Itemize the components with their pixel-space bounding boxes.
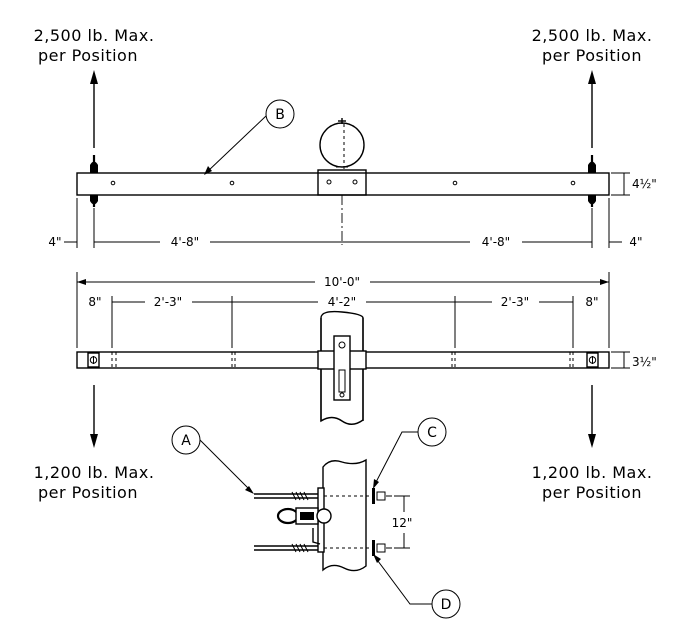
dimension-end-left: 4" xyxy=(48,235,61,249)
load-label-bottom-left: 1,200 lb. Max. per Position xyxy=(34,463,155,502)
dimension-seg-center: 4'-2" xyxy=(328,295,356,309)
down-arrow-right xyxy=(588,385,596,448)
dimension-overall: 10'-0" xyxy=(76,272,610,348)
load-unit: per Position xyxy=(542,46,642,65)
dimension-height-top-label: 4½" xyxy=(632,177,657,191)
load-label-top-left: 2,500 lb. Max. per Position xyxy=(34,26,155,65)
dimension-seg-left: 2'-3" xyxy=(154,295,182,309)
load-unit: per Position xyxy=(542,483,642,502)
dimension-height-bottom-label: 3½" xyxy=(632,355,657,369)
callout-b: B xyxy=(204,99,295,175)
callout-a-label: A xyxy=(181,433,191,449)
dimension-bolt-spacing: 12" xyxy=(392,495,413,549)
load-value: 2,500 lb. Max. xyxy=(532,26,653,45)
load-value: 1,200 lb. Max. xyxy=(34,463,155,482)
callout-c-label: C xyxy=(427,425,437,441)
callout-a: A xyxy=(171,425,254,494)
load-unit: per Position xyxy=(38,483,138,502)
dimension-height-bottom: 3½" xyxy=(611,351,657,369)
top-beam xyxy=(76,118,610,245)
up-arrow-left xyxy=(90,70,98,148)
dimension-span-left: 4'-8" xyxy=(171,235,199,249)
lifting-lug-left xyxy=(90,155,98,207)
load-label-bottom-right: 1,200 lb. Max. per Position xyxy=(532,463,653,502)
dimension-height-top: 4½" xyxy=(611,172,657,196)
lifting-lug-right xyxy=(588,155,596,207)
dimension-seg-right: 2'-3" xyxy=(501,295,529,309)
dimension-bolt-spacing-label: 12" xyxy=(392,516,413,530)
dimension-span-right: 4'-8" xyxy=(482,235,510,249)
callout-d-label: D xyxy=(441,597,452,613)
dimension-overall-label: 10'-0" xyxy=(324,275,360,289)
dimension-seg-end-right: 8" xyxy=(585,295,598,309)
callout-b-label: B xyxy=(275,107,285,123)
bottom-beam xyxy=(76,310,610,425)
dimension-seg-end-left: 8" xyxy=(88,295,101,309)
dimension-row-top: 4" 4'-8" 4'-8" 4" xyxy=(48,198,643,249)
load-value: 2,500 lb. Max. xyxy=(34,26,155,45)
callout-d: D xyxy=(373,554,461,619)
load-label-top-right: 2,500 lb. Max. per Position xyxy=(532,26,653,65)
up-arrow-right xyxy=(588,70,596,148)
down-arrow-left xyxy=(90,385,98,448)
clamp-detail xyxy=(254,458,392,572)
load-value: 1,200 lb. Max. xyxy=(532,463,653,482)
dimension-end-right: 4" xyxy=(629,235,642,249)
callout-c: C xyxy=(373,417,447,489)
load-unit: per Position xyxy=(38,46,138,65)
dimension-row-segments: 8" 2'-3" 4'-2" 2'-3" 8" xyxy=(88,295,599,348)
